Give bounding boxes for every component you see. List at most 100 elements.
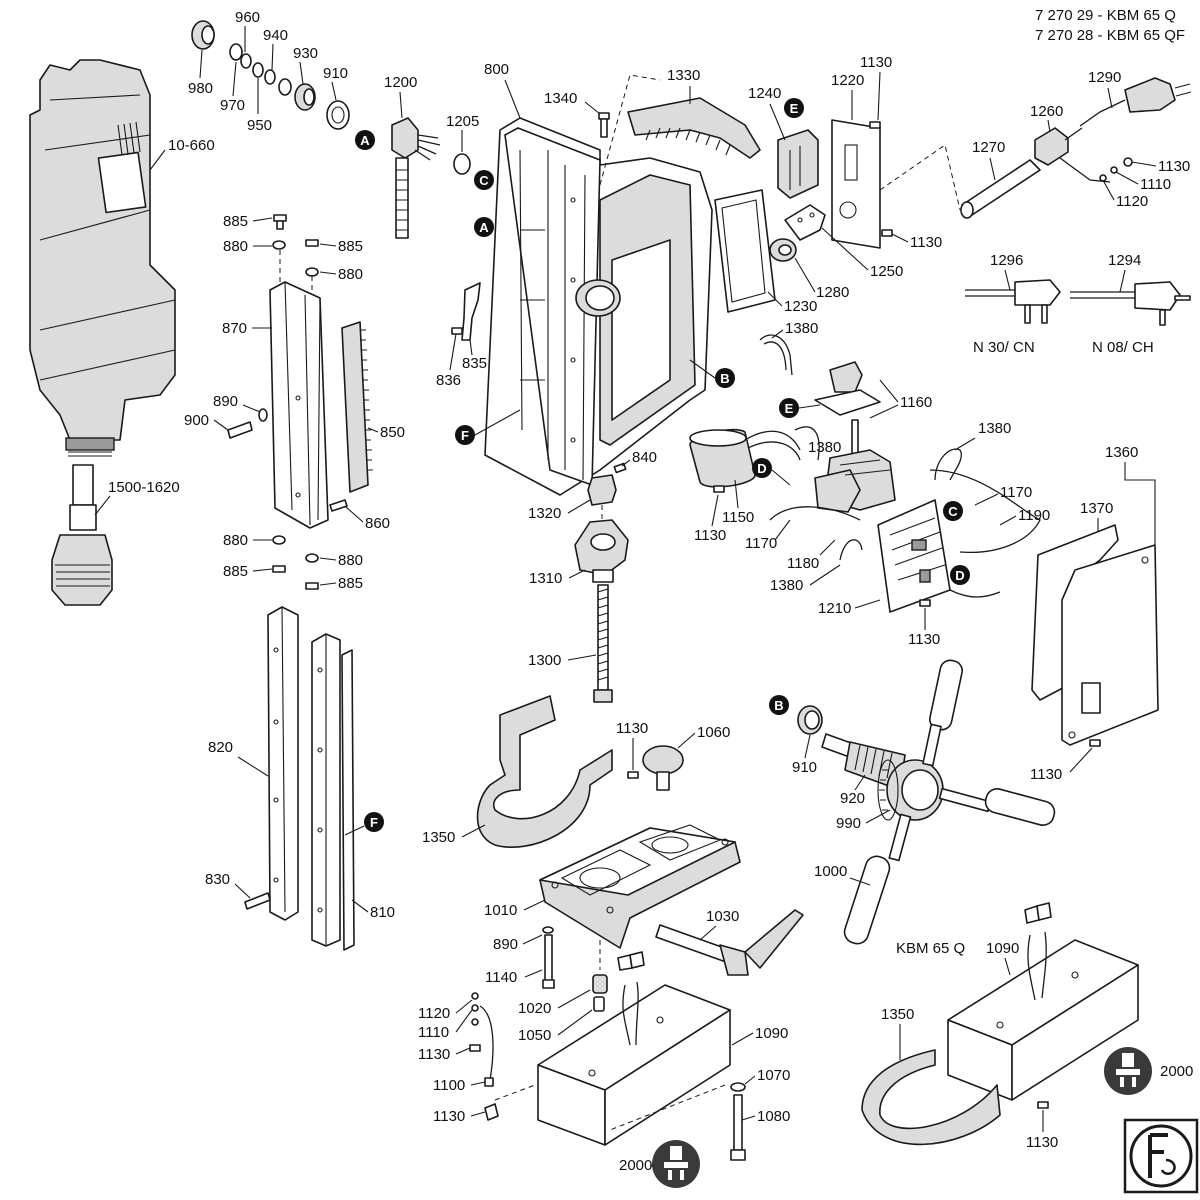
guide-profile-820 <box>267 606 299 921</box>
spacer-1050 <box>593 996 605 1012</box>
marker-d-board: D <box>950 565 970 585</box>
label-1190: 1190 <box>1018 507 1050 524</box>
marker-a-top: A <box>355 130 375 150</box>
cable-connector-part <box>391 117 441 239</box>
label-1180: 1180 <box>787 555 819 572</box>
label-880-top-right: 880 <box>338 266 363 283</box>
label-870: 870 <box>222 320 247 337</box>
spacer-1020 <box>592 974 608 994</box>
handle-upper <box>922 659 963 767</box>
screw-1130-plate <box>869 121 881 129</box>
label-1340: 1340 <box>544 90 577 107</box>
label-1170-left: 1170 <box>745 535 777 552</box>
label-1350-variant: 1350 <box>881 1006 914 1023</box>
label-1350-center: 1350 <box>422 829 455 846</box>
svg-text:C: C <box>479 173 489 188</box>
label-970: 970 <box>220 97 245 114</box>
screw-830 <box>244 892 271 910</box>
pin-860 <box>329 499 348 512</box>
label-885-top-right: 885 <box>338 238 363 255</box>
magnet-1090-center <box>537 951 731 1146</box>
bolt-1080 <box>730 1094 746 1161</box>
label-885-bottom-right: 885 <box>338 575 363 592</box>
label-960: 960 <box>235 9 260 26</box>
screw-1130-board <box>919 599 931 607</box>
selector-knob-part <box>814 361 881 416</box>
ground-wire-1100 <box>469 992 499 1121</box>
knob-1060 <box>642 745 684 791</box>
ground-screws-part <box>1099 157 1133 182</box>
magnet-1090-variant <box>947 902 1139 1101</box>
header-model-line-2: 7 270 28 - KBM 65 QF <box>1035 27 1185 44</box>
label-1140: 1140 <box>485 969 517 986</box>
label-1000: 1000 <box>814 863 847 880</box>
screws-885-880-bottom <box>272 535 319 590</box>
label-1010: 1010 <box>484 902 517 919</box>
label-890-base: 890 <box>493 936 518 953</box>
label-1110-base: 1110 <box>418 1024 449 1041</box>
label-880-bottom-right: 880 <box>338 552 363 569</box>
circuit-board-part <box>877 499 951 613</box>
label-1020: 1020 <box>518 1000 551 1017</box>
o-ring-part <box>453 153 471 175</box>
label-1380-top: 1380 <box>785 320 818 337</box>
label-1080: 1080 <box>757 1108 790 1125</box>
washer-890-base <box>542 926 554 934</box>
handle-lower-1000 <box>843 813 912 945</box>
svg-text:E: E <box>790 101 799 116</box>
cable-gland-part <box>1034 127 1111 183</box>
wire-harness-1380 <box>759 334 793 376</box>
svg-text:B: B <box>720 371 729 386</box>
gear-rack-850 <box>341 321 373 493</box>
washer-set-parts <box>191 20 350 130</box>
screw-890-900 <box>227 408 268 439</box>
marker-e-switch: E <box>784 98 804 118</box>
drill-chuck-part <box>51 464 113 606</box>
label-1310: 1310 <box>529 570 562 587</box>
label-1130-ground: 1130 <box>418 1046 450 1063</box>
label-1050: 1050 <box>518 1027 551 1044</box>
label-990: 990 <box>836 815 861 832</box>
plug-ch-part <box>1070 281 1191 326</box>
label-885-top-left: 885 <box>223 213 248 230</box>
label-950: 950 <box>247 117 272 134</box>
label-836: 836 <box>436 372 461 389</box>
label-1320: 1320 <box>528 505 561 522</box>
screw-1130-capacitor <box>713 485 725 493</box>
nut-part <box>769 238 797 262</box>
side-cover-part <box>1061 544 1159 746</box>
marker-c-connector: C <box>474 170 494 190</box>
label-10-660: 10-660 <box>168 137 215 154</box>
label-1130-ground-bottom: 1130 <box>433 1108 465 1125</box>
label-1130-cover: 1130 <box>1030 766 1062 783</box>
label-2000-center: 2000 <box>619 1157 652 1174</box>
nut-1320 <box>587 474 617 506</box>
marker-c-board: C <box>943 501 963 521</box>
marker-b-feed: B <box>769 695 789 715</box>
svg-text:D: D <box>955 568 964 583</box>
label-1090-center: 1090 <box>755 1025 788 1042</box>
label-830: 830 <box>205 871 230 888</box>
label-1280: 1280 <box>816 284 849 301</box>
magnet-warning-icon <box>652 1140 700 1188</box>
label-1170-right: 1170 <box>1000 484 1032 501</box>
label-1230: 1230 <box>784 298 817 315</box>
label-840: 840 <box>632 449 657 466</box>
handwheel-1310 <box>574 519 629 583</box>
svg-text:C: C <box>948 504 958 519</box>
label-1250: 1250 <box>870 263 903 280</box>
screw-1130-plate-lower <box>881 229 893 237</box>
cable-clip-835 <box>451 282 481 341</box>
svg-text:D: D <box>757 461 766 476</box>
marker-f-strip: F <box>364 812 384 832</box>
header-model-line-1: 7 270 29 - KBM 65 Q <box>1035 7 1176 24</box>
label-835: 835 <box>462 355 487 372</box>
label-1300: 1300 <box>528 652 561 669</box>
label-1294: 1294 <box>1108 252 1141 269</box>
label-1380-mid: 1380 <box>808 439 841 456</box>
svg-text:F: F <box>461 428 469 443</box>
wire-1170 <box>769 469 1041 554</box>
label-1200: 1200 <box>384 74 417 91</box>
label-1370: 1370 <box>1080 500 1113 517</box>
